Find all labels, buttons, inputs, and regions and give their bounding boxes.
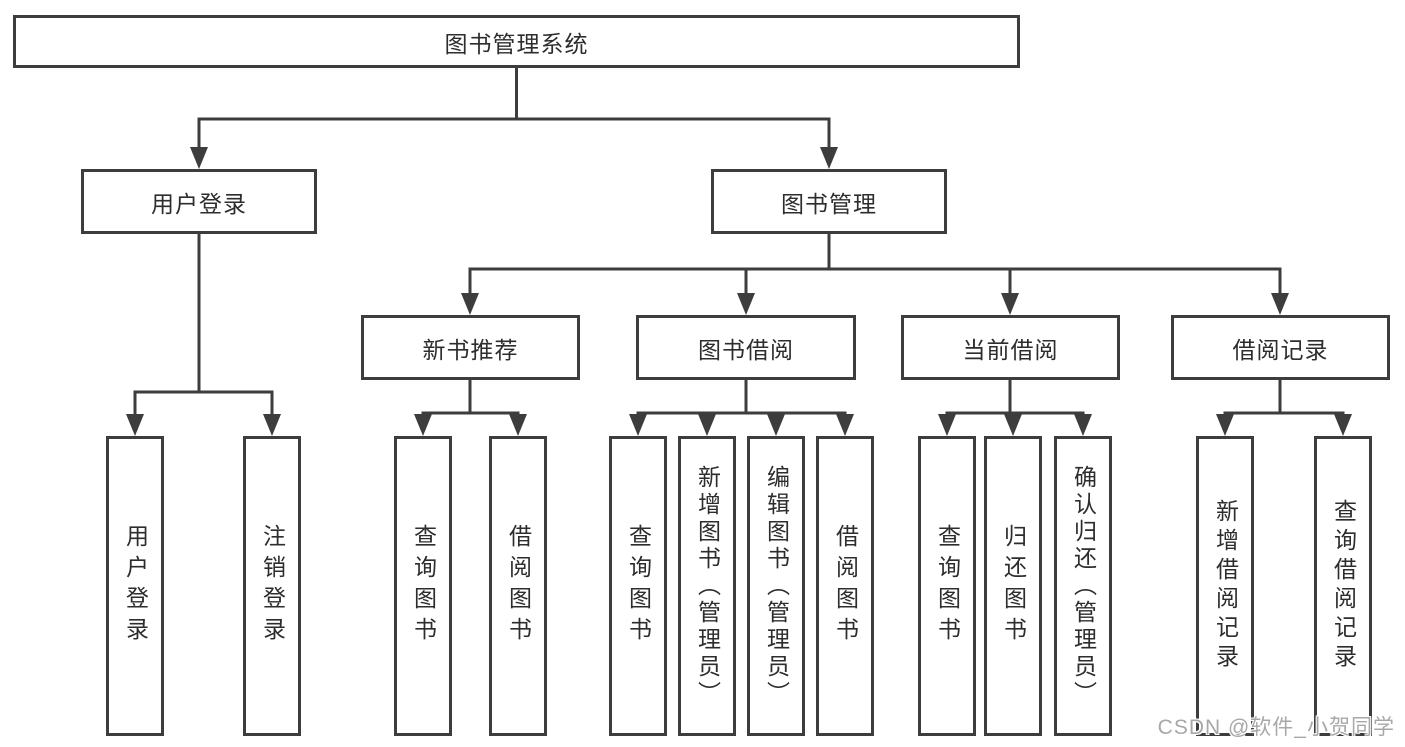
arrow-down-icon xyxy=(836,414,854,436)
node-new-book-recommend: 新书推荐 xyxy=(361,315,580,380)
connector-userlogin-to-leaves xyxy=(133,234,274,415)
arrowheads xyxy=(126,147,1352,436)
arrow-down-icon xyxy=(263,414,281,436)
arrow-down-icon xyxy=(1004,414,1022,436)
node-leaf-return-book-label: 归还图书 xyxy=(1000,524,1027,648)
node-new-book-recommend-label: 新书推荐 xyxy=(422,336,519,363)
node-leaf-confirm-return-admin: 确认归还（管理员） xyxy=(1054,436,1112,736)
node-leaf-return-book: 归还图书 xyxy=(984,436,1042,736)
arrow-down-icon xyxy=(629,414,647,436)
arrow-down-icon xyxy=(509,414,527,436)
node-leaf-add-book-admin: 新增图书（管理员） xyxy=(678,436,736,736)
node-user-login: 用户登录 xyxy=(81,169,317,234)
arrow-down-icon xyxy=(190,147,208,169)
node-book-management-label: 图书管理 xyxy=(781,190,877,217)
node-user-login-label: 用户登录 xyxy=(151,190,247,217)
node-leaf-add-borrow-record: 新增借阅记录 xyxy=(1196,436,1254,736)
node-leaf-edit-book-admin-label: 编辑图书（管理员） xyxy=(763,464,790,708)
arrow-down-icon xyxy=(1074,414,1092,436)
node-leaf-query-book-1-label: 查询图书 xyxy=(410,524,437,648)
node-borrow-record-label: 借阅记录 xyxy=(1232,336,1329,363)
node-leaf-query-borrow-record: 查询借阅记录 xyxy=(1314,436,1372,736)
node-book-borrow-label: 图书借阅 xyxy=(698,336,794,363)
node-leaf-logout-label: 注销登录 xyxy=(259,524,286,648)
node-leaf-borrow-book-1: 借阅图书 xyxy=(489,436,547,736)
node-leaf-edit-book-admin: 编辑图书（管理员） xyxy=(747,436,805,736)
node-leaf-logout: 注销登录 xyxy=(243,436,301,736)
connector-currentborrow-to-leaves xyxy=(945,380,1085,416)
node-leaf-user-login-label: 用户登录 xyxy=(122,524,149,648)
node-leaf-query-book-2: 查询图书 xyxy=(609,436,667,736)
connector-root-to-level1 xyxy=(197,67,831,147)
node-leaf-query-book-3-label: 查询图书 xyxy=(934,524,961,648)
arrow-down-icon xyxy=(414,414,432,436)
node-leaf-add-borrow-record-label: 新增借阅记录 xyxy=(1212,499,1239,673)
arrow-down-icon xyxy=(1001,293,1019,315)
node-root: 图书管理系统 xyxy=(13,15,1020,68)
arrow-down-icon xyxy=(1334,414,1352,436)
connector-newbookrec-to-leaves xyxy=(421,380,520,416)
arrow-down-icon xyxy=(737,293,755,315)
node-leaf-borrow-book-1-label: 借阅图书 xyxy=(505,524,532,648)
arrow-down-icon xyxy=(767,414,785,436)
node-book-borrow: 图书借阅 xyxy=(636,315,856,380)
connector-borrowrecord-to-leaves xyxy=(1223,380,1345,416)
node-root-label: 图书管理系统 xyxy=(444,30,589,57)
node-leaf-confirm-return-admin-label: 确认归还（管理员） xyxy=(1070,464,1097,708)
node-leaf-query-book-2-label: 查询图书 xyxy=(625,524,652,648)
node-current-borrow: 当前借阅 xyxy=(901,315,1120,380)
connector-bookborrow-to-leaves xyxy=(636,380,847,416)
node-leaf-query-borrow-record-label: 查询借阅记录 xyxy=(1330,499,1357,673)
node-current-borrow-label: 当前借阅 xyxy=(962,336,1059,363)
node-leaf-borrow-book-2: 借阅图书 xyxy=(816,436,874,736)
arrow-down-icon xyxy=(126,414,144,436)
node-leaf-user-login: 用户登录 xyxy=(106,436,164,736)
arrow-down-icon xyxy=(820,147,838,169)
arrow-down-icon xyxy=(1216,414,1234,436)
connector-bookmgmt-to-level2 xyxy=(468,234,1282,296)
node-borrow-record: 借阅记录 xyxy=(1171,315,1390,380)
node-leaf-add-book-admin-label: 新增图书（管理员） xyxy=(694,464,721,708)
csdn-watermark: CSDN @软件_小贺同学 xyxy=(1157,716,1395,739)
node-leaf-query-book-1: 查询图书 xyxy=(394,436,452,736)
node-leaf-query-book-3: 查询图书 xyxy=(918,436,976,736)
arrow-down-icon xyxy=(938,414,956,436)
node-leaf-borrow-book-2-label: 借阅图书 xyxy=(832,524,859,648)
arrow-down-icon xyxy=(1271,293,1289,315)
arrow-down-icon xyxy=(698,414,716,436)
arrow-down-icon xyxy=(461,293,479,315)
node-book-management: 图书管理 xyxy=(711,169,947,234)
